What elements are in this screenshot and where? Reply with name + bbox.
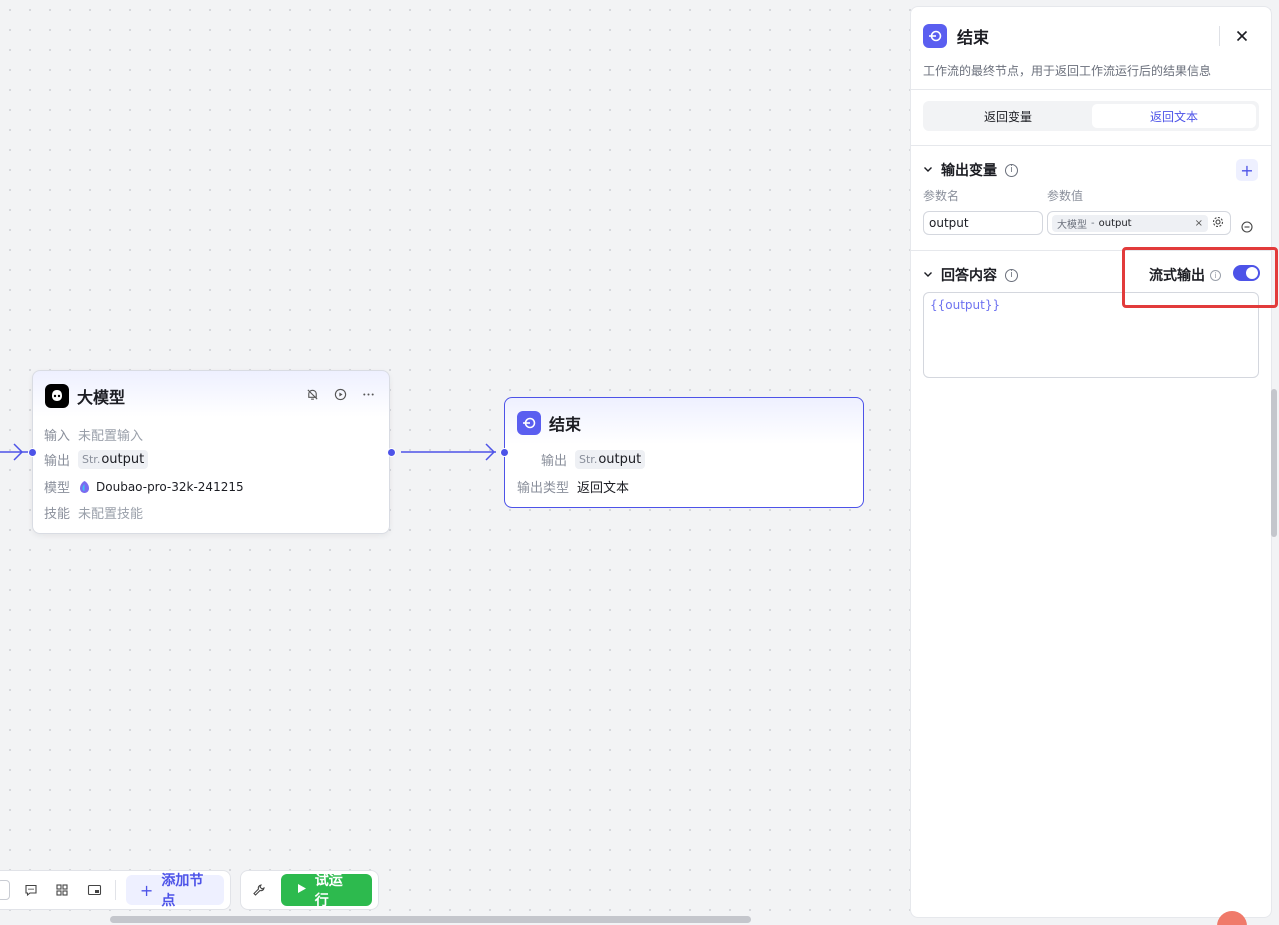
return-mode-tabs: 返回变量 返回文本	[923, 101, 1259, 131]
tab-return-text[interactable]: 返回文本	[1092, 104, 1256, 128]
panel-vertical-scrollbar[interactable]	[1271, 389, 1277, 537]
minimap-icon[interactable]	[83, 878, 105, 902]
param-name-input[interactable]: output	[923, 211, 1043, 235]
info-icon[interactable]: i	[1005, 164, 1018, 177]
layout-grid-icon[interactable]	[52, 878, 74, 902]
run-node-icon[interactable]	[333, 387, 347, 401]
horizontal-scrollbar[interactable]	[110, 916, 751, 923]
doubao-logo-icon	[78, 480, 91, 494]
header-divider	[1219, 26, 1220, 46]
end-output-name: output	[598, 452, 641, 467]
chevron-down-icon[interactable]	[923, 267, 933, 283]
divider	[911, 145, 1271, 146]
end-input-port[interactable]	[500, 448, 509, 457]
divider	[911, 89, 1271, 90]
end-node[interactable]: 结束 输出 Str. output 输出类型 返回文本	[504, 397, 864, 508]
remove-variable-icon[interactable]	[1241, 218, 1253, 237]
test-run-label: 试运行	[315, 870, 356, 910]
param-value-selector[interactable]: 大模型 - output ×	[1047, 211, 1231, 235]
llm-input-row: 输入 未配置输入	[44, 425, 143, 444]
output-variable-tag: Str. output	[78, 450, 148, 469]
info-icon[interactable]: i	[1005, 269, 1018, 282]
add-node-label: 添加节点	[161, 870, 210, 910]
end-output-variable-tag: Str. output	[575, 450, 645, 469]
param-value-header: 参数值	[1047, 187, 1083, 204]
debug-off-icon[interactable]	[305, 387, 319, 401]
end-output-label: 输出	[541, 450, 567, 469]
llm-input-port[interactable]	[28, 448, 37, 457]
clear-reference-icon[interactable]: ×	[1195, 218, 1203, 229]
llm-node[interactable]: 大模型 输入 未配置输入 输出 Str. output 模型	[32, 370, 390, 534]
input-value: 未配置输入	[78, 425, 143, 444]
add-output-variable-button[interactable]: +	[1236, 159, 1258, 181]
wrench-icon[interactable]	[247, 878, 271, 902]
model-value: Doubao-pro-32k-241215	[96, 480, 244, 494]
output-name: output	[101, 452, 144, 467]
zoom-control[interactable]	[0, 880, 10, 900]
panel-title[interactable]: 结束	[957, 24, 989, 48]
skill-label: 技能	[44, 503, 70, 522]
play-icon	[297, 882, 307, 898]
output-type: Str.	[82, 453, 100, 466]
llm-node-title: 大模型	[77, 384, 125, 408]
input-label: 输入	[44, 425, 70, 444]
panel-description: 工作流的最终节点，用于返回工作流运行后的结果信息	[923, 62, 1211, 79]
settings-gear-icon[interactable]	[1212, 216, 1224, 231]
answer-content-section-title: 回答内容	[941, 265, 997, 285]
param-name-header: 参数名	[923, 187, 959, 204]
plus-icon: +	[140, 881, 153, 900]
llm-model-row: 模型 Doubao-pro-32k-241215	[44, 477, 244, 496]
model-label: 模型	[44, 477, 70, 496]
ref-separator: -	[1091, 218, 1095, 229]
panel-end-icon	[923, 24, 947, 48]
ref-node-name: 大模型	[1057, 216, 1087, 231]
end-node-title: 结束	[549, 411, 581, 435]
output-variable-section-header[interactable]: 输出变量 i	[923, 160, 1018, 180]
end-output-type-row: 输出类型 返回文本	[517, 477, 629, 496]
answer-content-section-header[interactable]: 回答内容 i	[923, 265, 1018, 285]
add-node-button[interactable]: + 添加节点	[126, 875, 224, 905]
end-output-row: 输出 Str. output	[541, 450, 645, 469]
more-options-icon[interactable]	[361, 387, 375, 401]
end-output-type-label: 输出类型	[517, 477, 569, 496]
tab-return-variable[interactable]: 返回变量	[926, 104, 1090, 128]
chevron-down-icon[interactable]	[923, 162, 933, 178]
end-node-icon	[517, 411, 541, 435]
skill-value: 未配置技能	[78, 503, 143, 522]
node-config-panel: 结束 工作流的最终节点，用于返回工作流运行后的结果信息 返回变量 返回文本 输出…	[910, 6, 1272, 918]
workflow-canvas[interactable]: 大模型 输入 未配置输入 输出 Str. output 模型	[0, 0, 910, 925]
ref-variable-name: output	[1099, 218, 1132, 229]
test-run-button[interactable]: 试运行	[281, 874, 372, 906]
llm-skill-row: 技能 未配置技能	[44, 503, 143, 522]
output-variable-section-title: 输出变量	[941, 160, 997, 180]
llm-node-icon	[45, 384, 69, 408]
variable-reference-chip[interactable]: 大模型 - output ×	[1052, 215, 1208, 232]
comment-icon[interactable]	[20, 878, 42, 902]
canvas-toolbar: + 添加节点	[0, 870, 231, 910]
end-output-type-value: 返回文本	[577, 477, 629, 496]
toolbar-divider	[115, 880, 116, 900]
llm-output-port[interactable]	[387, 448, 396, 457]
output-label: 输出	[44, 450, 70, 469]
llm-output-row: 输出 Str. output	[44, 450, 148, 469]
end-output-type: Str.	[579, 453, 597, 466]
close-icon[interactable]	[1233, 27, 1251, 45]
stream-output-highlight-box	[1122, 247, 1278, 308]
run-toolbar: 试运行	[240, 870, 379, 910]
